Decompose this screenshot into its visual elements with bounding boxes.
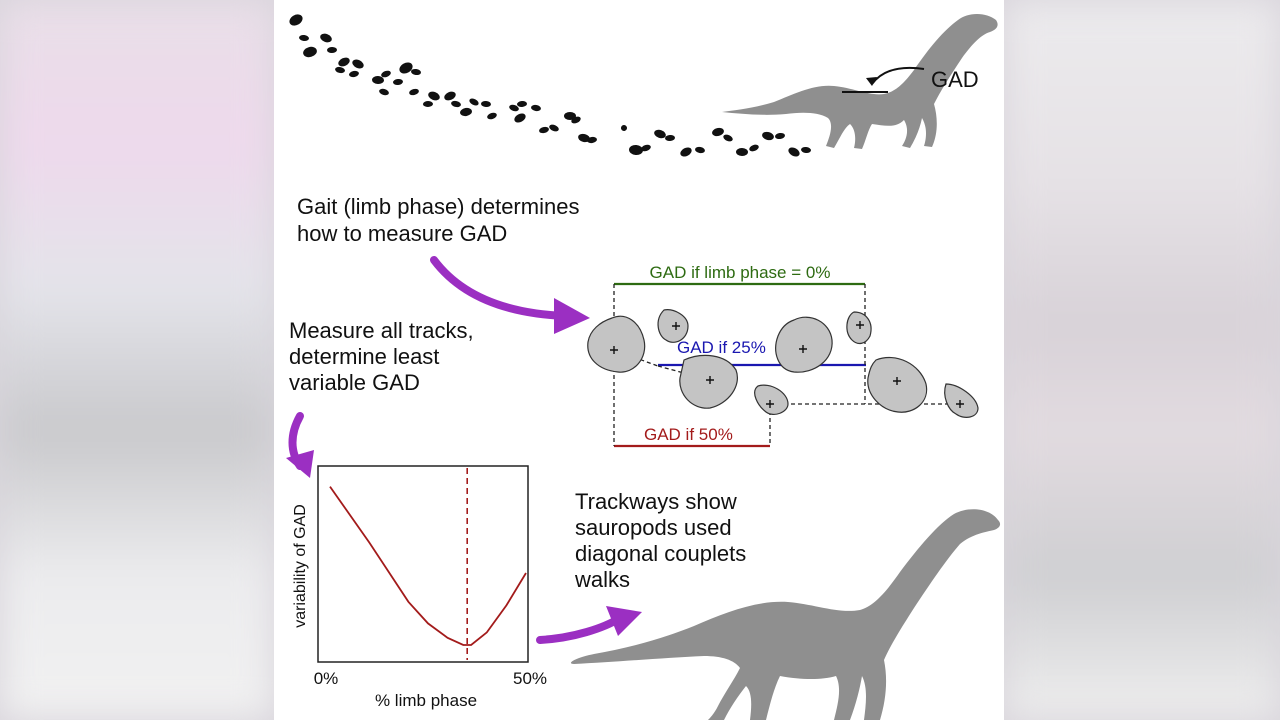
gad-variability-curve-0 [329, 486, 527, 646]
trackway-print [381, 70, 391, 78]
footprint-manus-2 [679, 354, 738, 409]
trackway-print [749, 144, 759, 152]
trackway-print [303, 46, 317, 58]
process-arrow-3 [536, 606, 642, 644]
gad-top-pointer [871, 66, 925, 85]
process-arrow-1 [430, 256, 590, 334]
gad-50-label: GAD if 50% [644, 425, 733, 444]
trackway-print [349, 70, 359, 78]
trackway-print [549, 124, 559, 132]
footprint-manus-3 [775, 316, 833, 373]
trackway-print [736, 147, 748, 157]
trackway-print [514, 113, 526, 123]
trackway-print [372, 75, 384, 85]
trackway-print [338, 57, 350, 67]
sauropod-silhouette-large [570, 509, 1001, 720]
trackway-print [469, 98, 479, 106]
trackway-print [481, 100, 491, 108]
trackway-print [487, 112, 497, 120]
y-axis-label: variability of GAD [292, 504, 309, 628]
x-tick-label-50: 50% [513, 669, 547, 688]
trackway-print [531, 104, 541, 112]
trackway-print [629, 144, 643, 156]
trackway-print [379, 88, 389, 96]
footprint-outlines [587, 309, 979, 418]
trackway-print [428, 91, 440, 101]
trackway-print [460, 107, 472, 117]
gad-top-arrowhead [866, 77, 877, 86]
trackway-print [411, 68, 421, 76]
conclusion-line4: walks [574, 567, 630, 592]
variability-chart: 0% 50% % limb phase variability of GAD [292, 465, 547, 710]
footprint-pes-3 [754, 384, 789, 416]
gad-25-label: GAD if 25% [677, 338, 766, 357]
x-axis-label: % limb phase [375, 691, 477, 710]
trackway-print [539, 126, 549, 134]
blurred-background-left [0, 0, 274, 720]
trackway-print [423, 100, 433, 108]
trackway-print [578, 133, 590, 143]
conclusion-line1: Trackways show [575, 489, 737, 514]
trackway-print [451, 100, 461, 108]
trackway-print [788, 147, 800, 157]
trackway-print [695, 146, 705, 154]
conclusion-line3: diagonal couplets [575, 541, 746, 566]
trackway-print [775, 132, 785, 140]
trackway-print [335, 66, 345, 74]
step1-line2: how to measure GAD [297, 221, 507, 246]
step2-line3: variable GAD [289, 370, 420, 395]
footprint-centers [610, 321, 964, 408]
footprint-pes-2 [846, 311, 872, 345]
trackway-footprints [289, 14, 811, 157]
trackway-print [680, 147, 692, 157]
step2-line1: Measure all tracks, [289, 318, 474, 343]
trackway-print [641, 144, 651, 152]
trackway-print [409, 88, 419, 96]
infographic-panel: GAD Gait (limb phase) determines how to … [274, 0, 1004, 720]
trackway-print [393, 78, 403, 86]
gad-0-label: GAD if limb phase = 0% [650, 263, 831, 282]
trackway-print [571, 116, 581, 124]
trackway-print [289, 14, 303, 26]
trackway-print [654, 129, 666, 139]
step1-line1: Gait (limb phase) determines [297, 194, 579, 219]
trackway-print [723, 134, 733, 142]
blurred-background-right [1004, 0, 1280, 720]
chart-frame [317, 465, 529, 663]
sauropod-silhouette-small [722, 14, 998, 149]
trackway-print [352, 59, 364, 69]
trackway-print [712, 127, 724, 137]
trackway-print [564, 112, 576, 120]
trackway-print [587, 136, 597, 144]
gad-top-label: GAD [931, 67, 979, 92]
step2-line2: determine least [289, 344, 439, 369]
x-tick-label-0: 0% [314, 669, 339, 688]
footprint-pes-4 [944, 383, 979, 418]
trackway-print [320, 33, 332, 43]
trackway-print [762, 131, 774, 141]
conclusion-line2: sauropods used [575, 515, 732, 540]
trackway-print [299, 34, 309, 42]
trackway-print [517, 100, 527, 108]
trackway-print [801, 146, 811, 154]
footprint-manus-1 [587, 315, 646, 373]
infographic-svg: GAD Gait (limb phase) determines how to … [286, 14, 1001, 720]
trackway-print [444, 91, 456, 101]
trackway-print [509, 104, 519, 112]
trackway-print [665, 134, 675, 142]
process-arrow-2 [286, 412, 314, 478]
trackway-print [621, 125, 627, 131]
gad-measurement-diagram: GAD if limb phase = 0% GAD if 25% GAD if… [587, 263, 979, 448]
trackway-print [399, 62, 413, 74]
trackway-print [327, 46, 337, 54]
